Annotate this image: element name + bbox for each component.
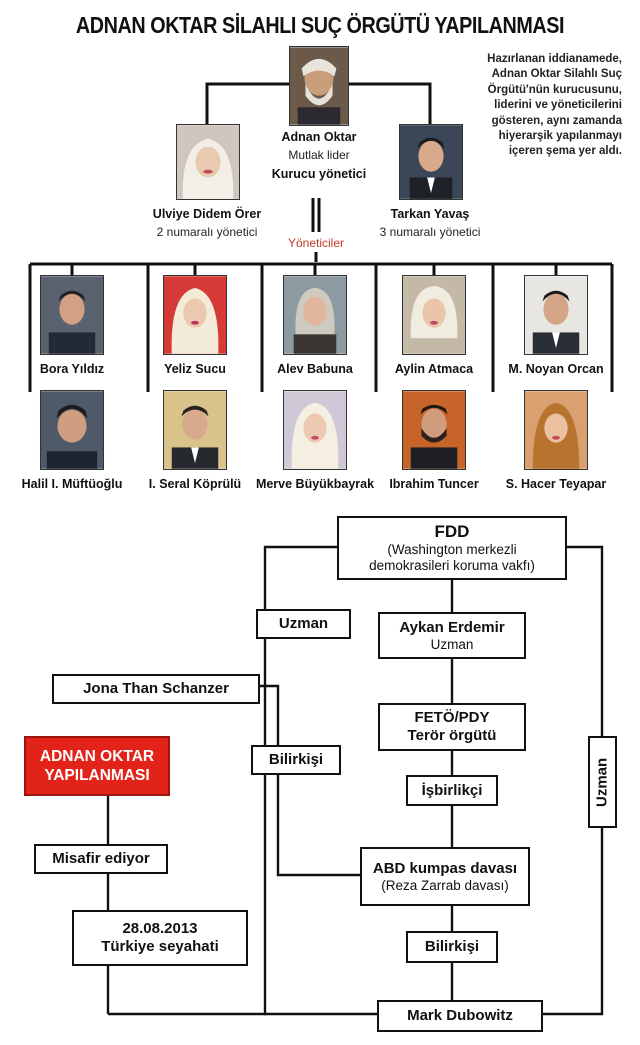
abd-subtitle: (Reza Zarrab davası) [381, 877, 509, 893]
manager-4-name: Aylin Atmaca [394, 362, 474, 376]
bilirkisi-right-label: Bilirkişi [424, 938, 480, 955]
photo-manager-5 [524, 275, 588, 355]
trip-label: Türkiye seyahati [101, 938, 219, 955]
photo-manager-9 [402, 390, 466, 470]
aykan-erdemir-box: Aykan Erdemir Uzman [378, 612, 526, 659]
abd-kumpas-davasi-box: ABD kumpas davası (Reza Zarrab davası) [360, 847, 530, 906]
jona-label: Jona Than Schanzer [83, 680, 229, 697]
photo-manager-7 [163, 390, 227, 470]
managers-label: Yöneticiler [287, 236, 345, 250]
fdd-box: FDD (Washington merkezli demokrasileri k… [337, 516, 567, 580]
bilirkisi-right-box: Bilirkişi [406, 931, 498, 963]
manager-9-name: Ibrahim Tuncer [389, 477, 479, 491]
aykan-name: Aykan Erdemir [399, 618, 505, 636]
manager-2-name: Yeliz Sucu [164, 362, 226, 376]
feto-pdy-box: FETÖ/PDY Terör örgütü [378, 703, 526, 751]
uzman-right-label: Uzman [593, 757, 611, 807]
bilirkisi-left-box: Bilirkişi [251, 745, 341, 775]
manager-3-name: Alev Babuna [277, 362, 353, 376]
trip-date: 28.08.2013 [122, 920, 198, 937]
page-title: ADNAN OKTAR SİLAHLI SUÇ ÖRGÜTÜ YAPILANMA… [75, 12, 565, 38]
isbirlikci-label: İşbirlikçi [421, 781, 483, 799]
uzman-right-box: Uzman [588, 736, 617, 828]
misafir-label: Misafir ediyor [52, 850, 150, 867]
caption-note: Hazırlanan iddianamede, Adnan Oktar Sila… [487, 53, 622, 158]
turkiye-seyahati-box: 28.08.2013 Türkiye seyahati [72, 910, 248, 966]
manager-5-name: M. Noyan Orcan [508, 362, 604, 376]
photo-manager-8 [283, 390, 347, 470]
photo-manager-2 [163, 275, 227, 355]
mark-dubowitz-box: Mark Dubowitz [377, 1000, 543, 1032]
photo-adnan-oktar [289, 46, 349, 126]
bilirkisi-left-label: Bilirkişi [268, 751, 324, 768]
photo-manager-10 [524, 390, 588, 470]
second-name: Ulviye Didem Örer [152, 207, 262, 221]
third-name: Tarkan Yavaş [390, 207, 470, 221]
fdd-title: FDD [434, 522, 470, 541]
feto-title: FETÖ/PDY [414, 709, 490, 726]
manager-6-name: Halil I. Müftüoğlu [21, 477, 123, 491]
photo-manager-6 [40, 390, 104, 470]
photo-manager-1 [40, 275, 104, 355]
photo-manager-3 [283, 275, 347, 355]
leader-role-1: Mutlak lider [288, 148, 350, 162]
photo-tarkan-yavas [399, 124, 463, 200]
third-role: 3 numaralı yönetici [379, 225, 481, 239]
mark-label: Mark Dubowitz [407, 1007, 513, 1024]
abd-title: ABD kumpas davası [372, 859, 518, 877]
manager-1-name: Bora Yıldız [39, 362, 105, 376]
adnan-box-label: ADNAN OKTAR YAPILANMASI [39, 748, 155, 784]
feto-subtitle: Terör örgütü [407, 727, 497, 744]
isbirlikci-box: İşbirlikçi [406, 775, 498, 806]
fdd-subtitle: (Washington merkezli demokrasileri korum… [369, 542, 535, 573]
manager-8-name: Merve Büyükbayrak [255, 477, 375, 491]
jona-than-schanzer-box: Jona Than Schanzer [52, 674, 260, 704]
misafir-ediyor-box: Misafir ediyor [34, 844, 168, 874]
manager-10-name: S. Hacer Teyapar [505, 477, 607, 491]
adnan-oktar-yapilanmasi-box: ADNAN OKTAR YAPILANMASI [24, 736, 170, 796]
photo-manager-4 [402, 275, 466, 355]
uzman-left-box: Uzman [256, 609, 351, 639]
uzman-left-label: Uzman [278, 615, 329, 632]
leader-name: Adnan Oktar [281, 130, 357, 144]
manager-7-name: I. Seral Köprülü [148, 477, 242, 491]
aykan-role: Uzman [430, 636, 474, 652]
leader-role-2: Kurucu yönetici [271, 167, 367, 181]
second-role: 2 numaralı yönetici [156, 225, 258, 239]
photo-ulviye-didem-orer [176, 124, 240, 200]
